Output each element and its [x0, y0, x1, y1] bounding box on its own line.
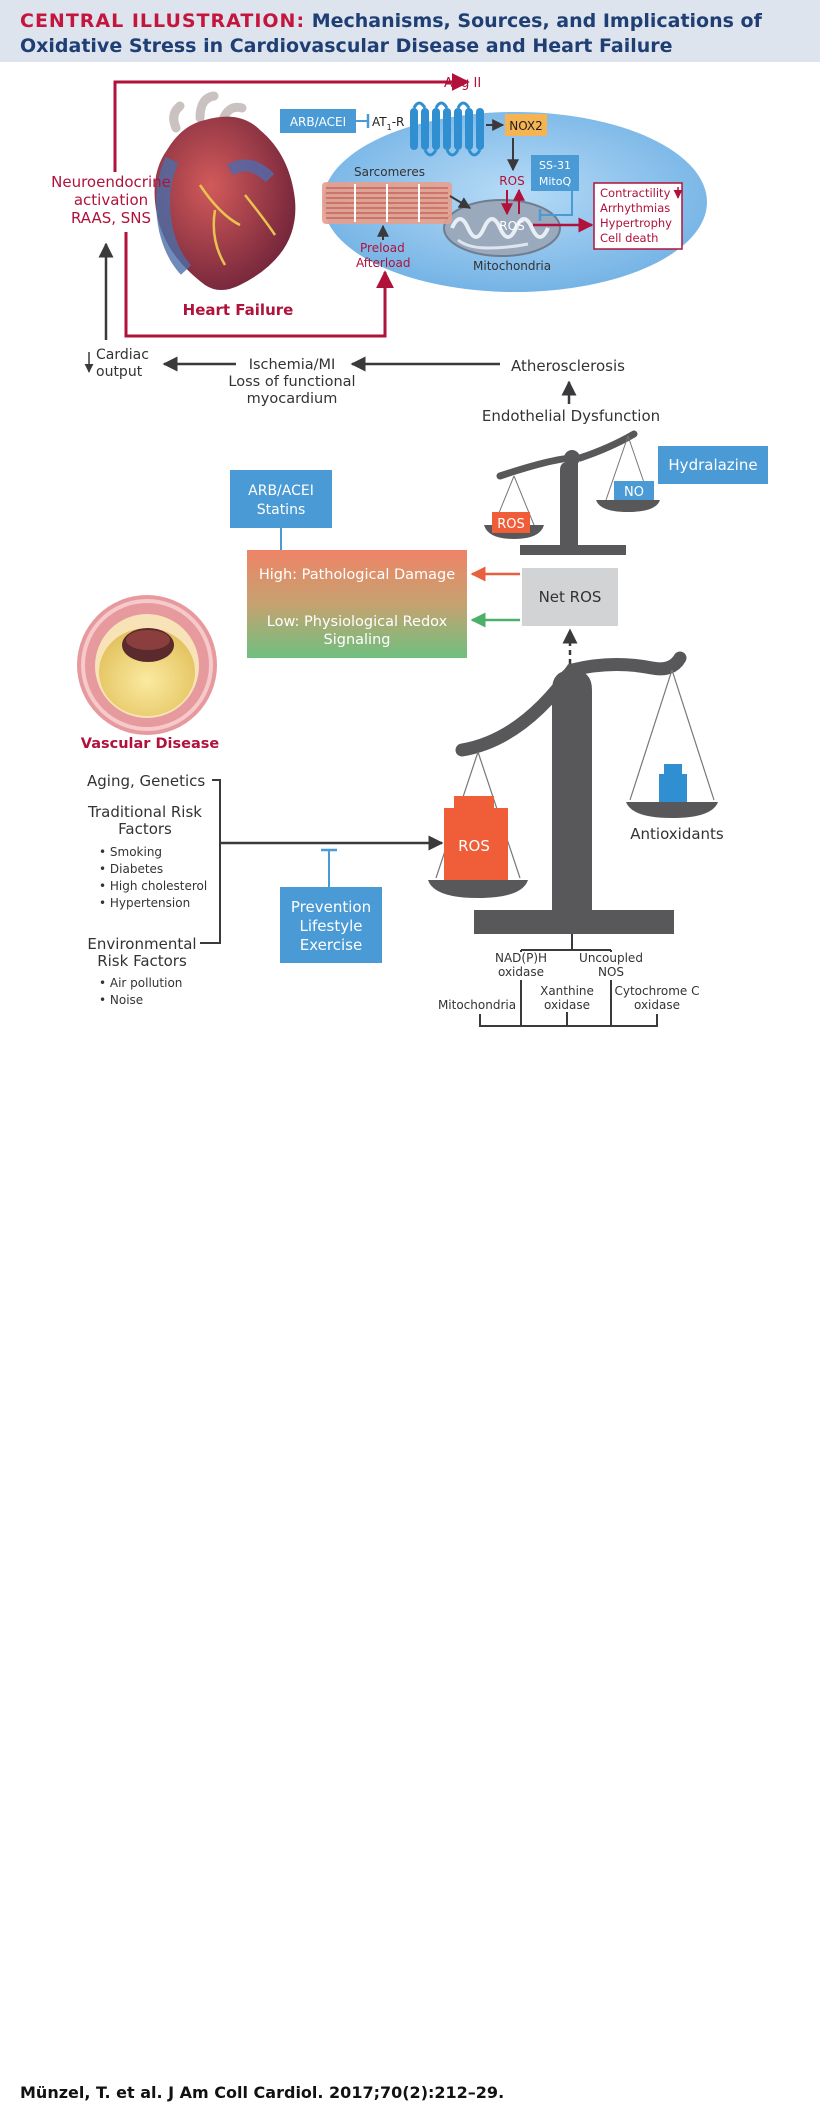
- central-illustration-diagram: Ang II Sarcomeres AT1-R ARB/ACEI: [51, 73, 768, 1027]
- aging-genetics-label: Aging, Genetics: [87, 772, 205, 790]
- vascular-disease-label: Vascular Disease: [81, 736, 220, 752]
- large-balance-scale: [428, 651, 718, 934]
- traditional-risk-line-2: Factors: [118, 820, 172, 838]
- cardiac-output-line-1: Cardiac: [96, 347, 149, 363]
- source-uncoupled-line-2: NOS: [598, 965, 624, 979]
- ischemia-line-3: myocardium: [247, 391, 338, 407]
- ischemia-line-1: Ischemia/MI: [249, 357, 336, 373]
- heart-to-preload-line: [124, 232, 394, 338]
- arb-statins-box: [230, 470, 332, 528]
- ros-lower-label: ROS: [499, 219, 524, 233]
- risk-noise: • Noise: [99, 993, 143, 1007]
- source-nadph-line-1: NAD(P)H: [495, 951, 547, 965]
- arb-acei-box-top: [280, 109, 356, 133]
- mitoq-label: MitoQ: [539, 175, 572, 188]
- ros-upper-label: ROS: [499, 174, 524, 188]
- atherosclerosis-label: Atherosclerosis: [511, 357, 625, 375]
- sarcomere-to-mito-arrow: [449, 195, 472, 209]
- prevention-line-1: Prevention: [291, 898, 371, 916]
- redox-gradient-box: [247, 550, 467, 658]
- ischemia-line-2: Loss of functional: [228, 374, 355, 390]
- at1-receptor-shape: [410, 101, 484, 157]
- small-scale-no-box: [614, 481, 654, 500]
- source-xanthine-line-1: Xanthine: [540, 984, 594, 998]
- small-scale-no-label: NO: [624, 485, 644, 500]
- ss31-mitoq-box: [531, 155, 579, 191]
- vessel-cross-section: [77, 595, 217, 735]
- prevention-box: [280, 887, 382, 963]
- title-line-2: Oxidative Stress in Cardiovascular Disea…: [20, 35, 673, 57]
- small-scale-ros-label: ROS: [497, 517, 525, 532]
- low-signaling-line-2: Signaling: [324, 632, 391, 648]
- risk-hypertension: • Hypertension: [99, 896, 190, 910]
- effect-hypertrophy: Hypertrophy: [600, 216, 672, 230]
- ros-weight-label: ROS: [458, 837, 490, 855]
- net-ros-label: Net ROS: [539, 588, 602, 606]
- risk-high-cholesterol: • High cholesterol: [99, 879, 207, 893]
- mitochondria-cell-label: Mitochondria: [473, 259, 551, 273]
- sources-bracket: [479, 934, 658, 1027]
- arb-statins-line-2: Statins: [257, 502, 306, 518]
- arb-statins-line-1: ARB/ACEI: [248, 483, 314, 499]
- neuroendocrine-line-2: activation: [74, 191, 148, 209]
- cardiac-output-line-2: output: [96, 364, 143, 380]
- ss31-inhibit-line: [540, 191, 573, 216]
- ss31-label: SS-31: [539, 159, 571, 172]
- environmental-line-2: Risk Factors: [97, 952, 187, 970]
- footer: Münzel, T. et al. J Am Coll Cardiol. 201…: [0, 1034, 820, 2102]
- ang-ii-feedback-line: [113, 73, 470, 172]
- antioxidants-label: Antioxidants: [630, 825, 724, 843]
- neuroendocrine-line-3: RAAS, SNS: [71, 209, 151, 227]
- risk-air-pollution: • Air pollution: [99, 976, 182, 990]
- title-prefix: CENTRAL ILLUSTRATION:: [20, 10, 306, 32]
- traditional-risk-line-1: Traditional Risk: [87, 803, 202, 821]
- source-mitochondria: Mitochondria: [438, 998, 516, 1012]
- nox2-box: [505, 114, 547, 136]
- source-uncoupled-line-1: Uncoupled: [579, 951, 643, 965]
- risk-smoking: • Smoking: [99, 845, 162, 859]
- title-banner: CENTRAL ILLUSTRATION: Mechanisms, Source…: [0, 0, 820, 62]
- endothelial-dysfunction-label: Endothelial Dysfunction: [482, 407, 660, 425]
- citation: Münzel, T. et al. J Am Coll Cardiol. 201…: [20, 2083, 505, 2102]
- net-ros-box: [522, 568, 618, 626]
- figure-title: CENTRAL ILLUSTRATION: Mechanisms, Source…: [20, 10, 762, 32]
- effects-box: [593, 182, 683, 250]
- environmental-line-1: Environmental: [87, 935, 196, 953]
- heart-illustration: [154, 91, 296, 291]
- neuroendocrine-line-1: Neuroendocrine: [51, 173, 171, 191]
- effect-contractility: Contractility: [600, 186, 671, 200]
- risk-diabetes: • Diabetes: [99, 862, 163, 876]
- ang-ii-label: Ang II: [444, 76, 481, 91]
- small-scale-ros-box: [492, 512, 530, 533]
- sarcomeres-label: Sarcomeres: [354, 165, 425, 179]
- antioxidant-weight: [659, 764, 687, 802]
- source-cytochrome-line-1: Cytochrome C: [614, 984, 699, 998]
- effect-arrhythmias: Arrhythmias: [600, 201, 670, 215]
- hydralazine-box: [658, 446, 768, 484]
- ros-weight: [444, 796, 508, 880]
- preload-label: Preload: [360, 241, 405, 255]
- source-xanthine-line-2: oxidase: [544, 998, 590, 1012]
- sarcomere-fibers: [322, 182, 452, 224]
- title-line-1: Mechanisms, Sources, and Implications of: [311, 10, 762, 32]
- low-signaling-line-1: Low: Physiological Redox: [267, 614, 448, 630]
- source-nadph-line-2: oxidase: [498, 965, 544, 979]
- high-damage-label: High: Pathological Damage: [259, 567, 455, 583]
- afterload-label: Afterload: [356, 256, 410, 270]
- at1r-label: AT1-R: [372, 115, 404, 132]
- prevention-line-3: Exercise: [300, 936, 362, 954]
- effect-cell-death: Cell death: [600, 231, 658, 245]
- arb-acei-label-top: ARB/ACEI: [290, 115, 346, 129]
- prevention-line-2: Lifestyle: [299, 917, 362, 935]
- hydralazine-label: Hydralazine: [668, 456, 757, 474]
- mitochondrion-shape: [443, 199, 561, 257]
- nox2-label: NOX2: [509, 119, 543, 133]
- risk-factor-bracket: [200, 779, 221, 944]
- source-cytochrome-line-2: oxidase: [634, 998, 680, 1012]
- heart-failure-label: Heart Failure: [183, 301, 294, 319]
